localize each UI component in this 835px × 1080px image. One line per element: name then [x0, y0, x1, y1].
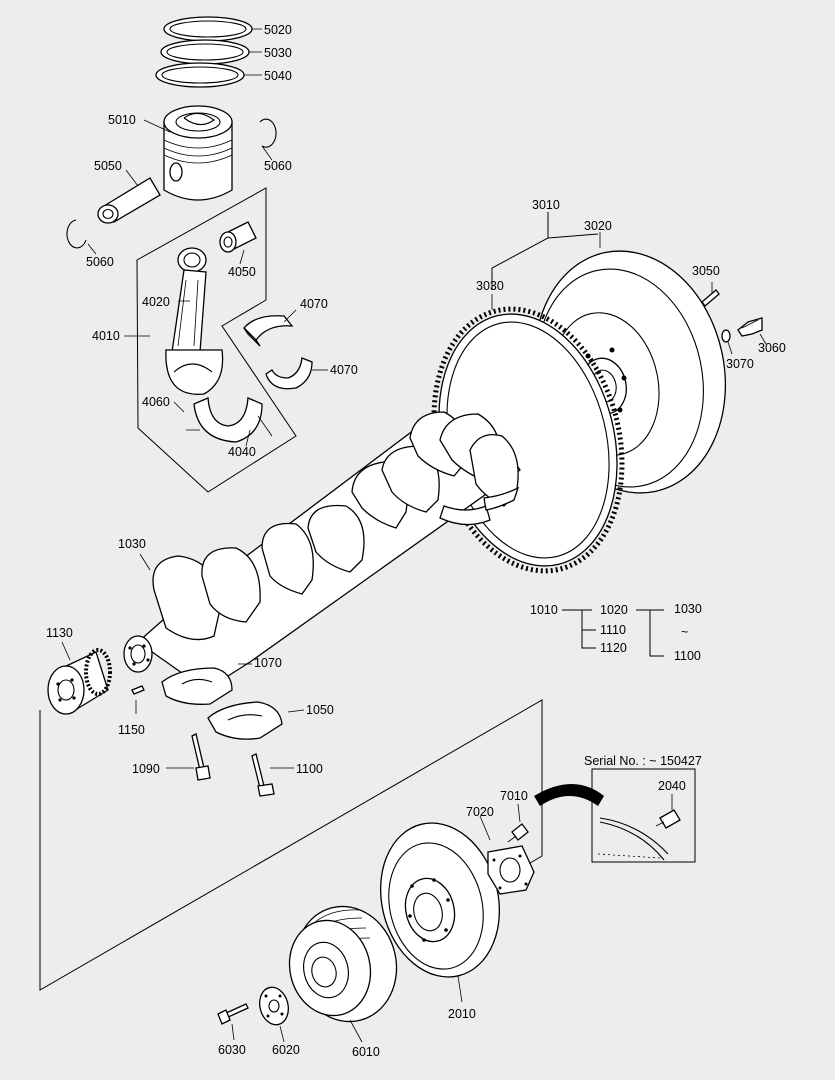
conrod-group-frame [136, 187, 297, 493]
belt-pulley-6010 [288, 905, 398, 1023]
conrod-cap [186, 397, 273, 443]
label-4070-upper: 4070 [300, 297, 328, 311]
bolt-1100 [251, 753, 275, 797]
adapter-plate-7020 [487, 845, 535, 895]
bearing-shell-4070-lower [265, 357, 313, 390]
label-1100: 1100 [296, 762, 323, 776]
label-4060: 4060 [142, 395, 170, 409]
bolt-3060 [737, 317, 763, 337]
bolt-6030 [217, 1003, 249, 1025]
serial-number-note: Serial No. : ~ 150427 [584, 754, 702, 768]
label-1150: 1150 [118, 723, 145, 737]
label-5040: 5040 [264, 69, 292, 83]
tree-label-1100: 1100 [674, 649, 701, 663]
label-6020: 6020 [272, 1043, 300, 1057]
label-3030: 3030 [476, 279, 504, 293]
label-2010: 2010 [448, 1007, 476, 1021]
label-7020: 7020 [466, 805, 494, 819]
label-3060: 3060 [758, 341, 786, 355]
washer-3070 [721, 329, 731, 343]
serial-detail-frame [591, 768, 696, 863]
label-6010: 6010 [352, 1045, 380, 1059]
tree-label-1120: 1120 [600, 641, 627, 655]
piston-ring-5020 [163, 16, 253, 42]
label-5060-right: 5060 [264, 159, 292, 173]
key-1150 [131, 685, 145, 695]
piston-ring-5040 [155, 62, 245, 88]
tree-label-1020: 1020 [600, 603, 628, 617]
main-bearing-cap-1050 [207, 701, 283, 740]
snap-ring-5060-right [259, 118, 277, 148]
label-1090: 1090 [132, 762, 160, 776]
label-1030: 1030 [118, 537, 146, 551]
tree-label-1010: 1010 [530, 603, 558, 617]
label-1050: 1050 [306, 703, 334, 717]
label-1130: 1130 [46, 626, 73, 640]
label-3070: 3070 [726, 357, 754, 371]
piston-pin-5050 [97, 177, 161, 224]
label-3010: 3010 [532, 198, 560, 212]
label-6030: 6030 [218, 1043, 246, 1057]
label-5020: 5020 [264, 23, 292, 37]
piston-5010 [163, 105, 233, 201]
label-2040: 2040 [658, 779, 686, 793]
label-3050: 3050 [692, 264, 720, 278]
label-5030: 5030 [264, 46, 292, 60]
vibration-damper-2010 [379, 822, 501, 978]
pulley-group-frame [39, 699, 543, 991]
tree-label-1110: 1110 [600, 623, 626, 637]
dowel-pin-3050 [701, 289, 720, 307]
bolt-7010 [507, 823, 529, 843]
label-4020: 4020 [142, 295, 170, 309]
label-5060-left: 5060 [86, 255, 114, 269]
label-5050: 5050 [94, 159, 122, 173]
detail-arrow [534, 784, 604, 806]
label-4040: 4040 [228, 445, 256, 459]
crank-gear-1130 [47, 648, 112, 715]
bearing-shell-4070-upper [243, 315, 294, 347]
small-end-bush-4050 [219, 221, 257, 253]
tree-tilde: ~ [681, 625, 688, 639]
label-4050: 4050 [228, 265, 256, 279]
snap-ring-5060-left [66, 219, 87, 249]
tree-label-1030: 1030 [674, 602, 702, 616]
label-5010: 5010 [108, 113, 136, 127]
ring-gear-3030 [431, 306, 625, 574]
main-bearing-cap-1070 [161, 667, 233, 705]
label-1070: 1070 [254, 656, 282, 670]
label-4010: 4010 [92, 329, 120, 343]
bolt-2040 [655, 809, 681, 829]
label-3020: 3020 [584, 219, 612, 233]
connecting-rod-4020 [165, 247, 224, 395]
bolt-1090 [191, 733, 211, 781]
crankshaft-1030 [123, 411, 521, 691]
piston-ring-5030 [160, 39, 250, 65]
washer-plate-6020 [259, 986, 289, 1026]
label-4070-lower: 4070 [330, 363, 358, 377]
label-7010: 7010 [500, 789, 528, 803]
